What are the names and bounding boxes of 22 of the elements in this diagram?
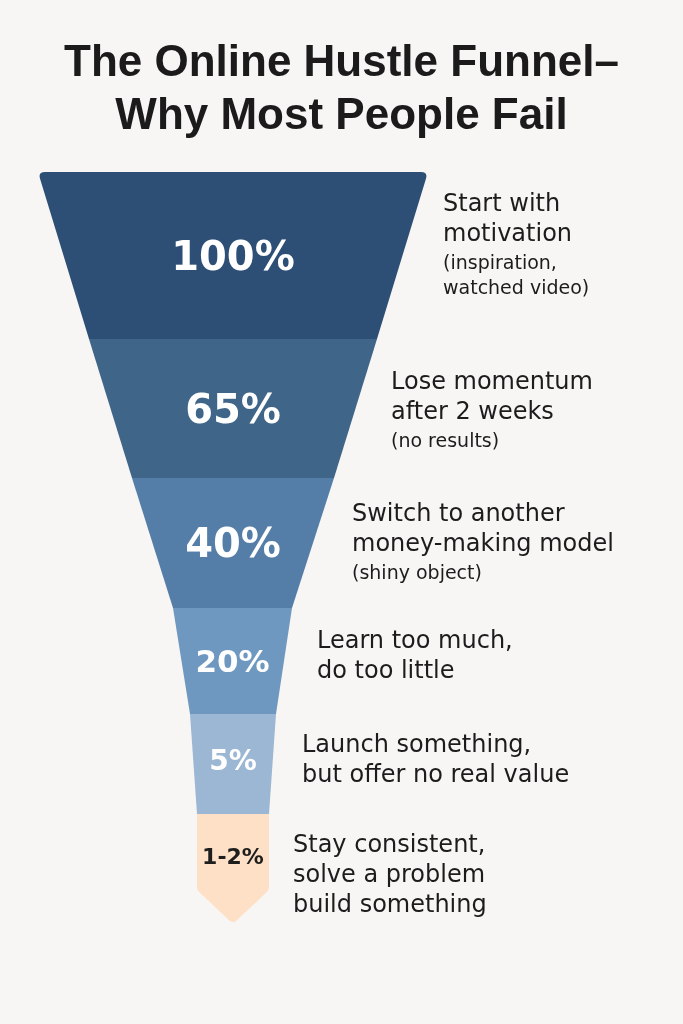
stage-description: Lose momentum after 2 weeks: [391, 366, 594, 426]
funnel-segment: [132, 478, 334, 608]
percentage-label: 40%: [185, 523, 281, 563]
stage-description: Learn too much, do too little: [317, 625, 514, 685]
stage-note: (inspiration, watched video): [443, 250, 591, 300]
percentage-label: 5%: [209, 747, 257, 775]
stage-description: Launch something, but offer no real value: [302, 729, 571, 789]
funnel-segment: [38, 172, 428, 339]
diagram-title: The Online Hustle Funnel– Why Most People Fail: [63, 35, 620, 140]
stage-note: (shiny object): [352, 560, 483, 585]
percentage-label: 1-2%: [202, 846, 264, 868]
funnel-segment: [173, 608, 292, 714]
funnel-segment: [190, 714, 276, 814]
percentage-label: 100%: [171, 235, 295, 276]
stage-note: (no results): [391, 428, 501, 453]
funnel-segment: [197, 814, 269, 924]
stage-description: Start with motivation: [443, 188, 574, 248]
percentage-label: 65%: [185, 388, 281, 429]
percentage-label: 20%: [195, 645, 270, 677]
stage-description: Switch to another money-making model: [352, 498, 615, 558]
stage-description: Stay consistent, solve a problem build something: [293, 829, 488, 919]
funnel-segment: [89, 339, 377, 478]
